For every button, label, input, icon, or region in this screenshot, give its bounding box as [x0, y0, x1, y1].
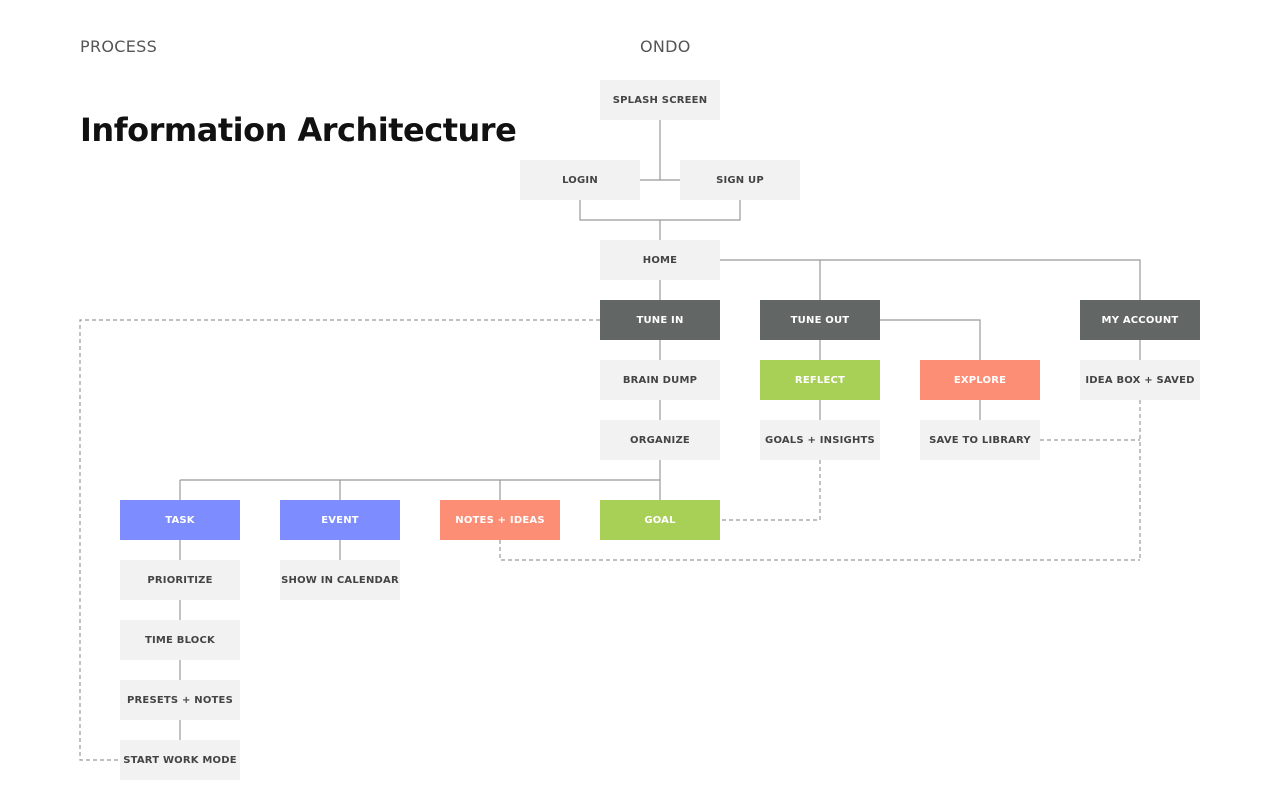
node-save-to-library: SAVE TO LIBRARY: [920, 420, 1040, 460]
node-presets-notes: PRESETS + NOTES: [120, 680, 240, 720]
node-splash-screen: SPLASH SCREEN: [600, 80, 720, 120]
project-name: ONDO: [640, 37, 691, 56]
node-goal: GOAL: [600, 500, 720, 540]
node-home: HOME: [600, 240, 720, 280]
node-show-in-calendar: SHOW IN CALENDAR: [280, 560, 400, 600]
page-title: Information Architecture: [80, 111, 517, 149]
dashed-goals-goal: [720, 460, 821, 521]
node-my-account: MY ACCOUNT: [1080, 300, 1200, 340]
node-idea-box-saved: IDEA BOX + SAVED: [1080, 360, 1200, 400]
node-reflect: REFLECT: [760, 360, 880, 400]
node-prioritize: PRIORITIZE: [120, 560, 240, 600]
node-tune-out: TUNE OUT: [760, 300, 880, 340]
node-goals-insights: GOALS + INSIGHTS: [760, 420, 880, 460]
node-task: TASK: [120, 500, 240, 540]
link-home-tuneout-myaccount: [720, 259, 1141, 300]
node-sign-up: SIGN UP: [680, 160, 800, 200]
link-splash-login-signup: [640, 120, 680, 181]
dashed-library-ideabox: [1040, 400, 1141, 560]
link-organize-children: [179, 460, 661, 500]
dashed-tunein-startwork: [79, 319, 600, 761]
link-tuneout-explore: [880, 319, 981, 360]
dashed-notes-ideabox: [499, 540, 1140, 561]
node-explore: EXPLORE: [920, 360, 1040, 400]
node-login: LOGIN: [520, 160, 640, 200]
node-event: EVENT: [280, 500, 400, 540]
node-tune-in: TUNE IN: [600, 300, 720, 340]
node-organize: ORGANIZE: [600, 420, 720, 460]
node-start-work-mode: START WORK MODE: [120, 740, 240, 780]
node-notes-ideas: NOTES + IDEAS: [440, 500, 560, 540]
link-login-signup-home: [579, 200, 741, 240]
node-time-block: TIME BLOCK: [120, 620, 240, 660]
section-label: PROCESS: [80, 37, 158, 56]
node-brain-dump: BRAIN DUMP: [600, 360, 720, 400]
